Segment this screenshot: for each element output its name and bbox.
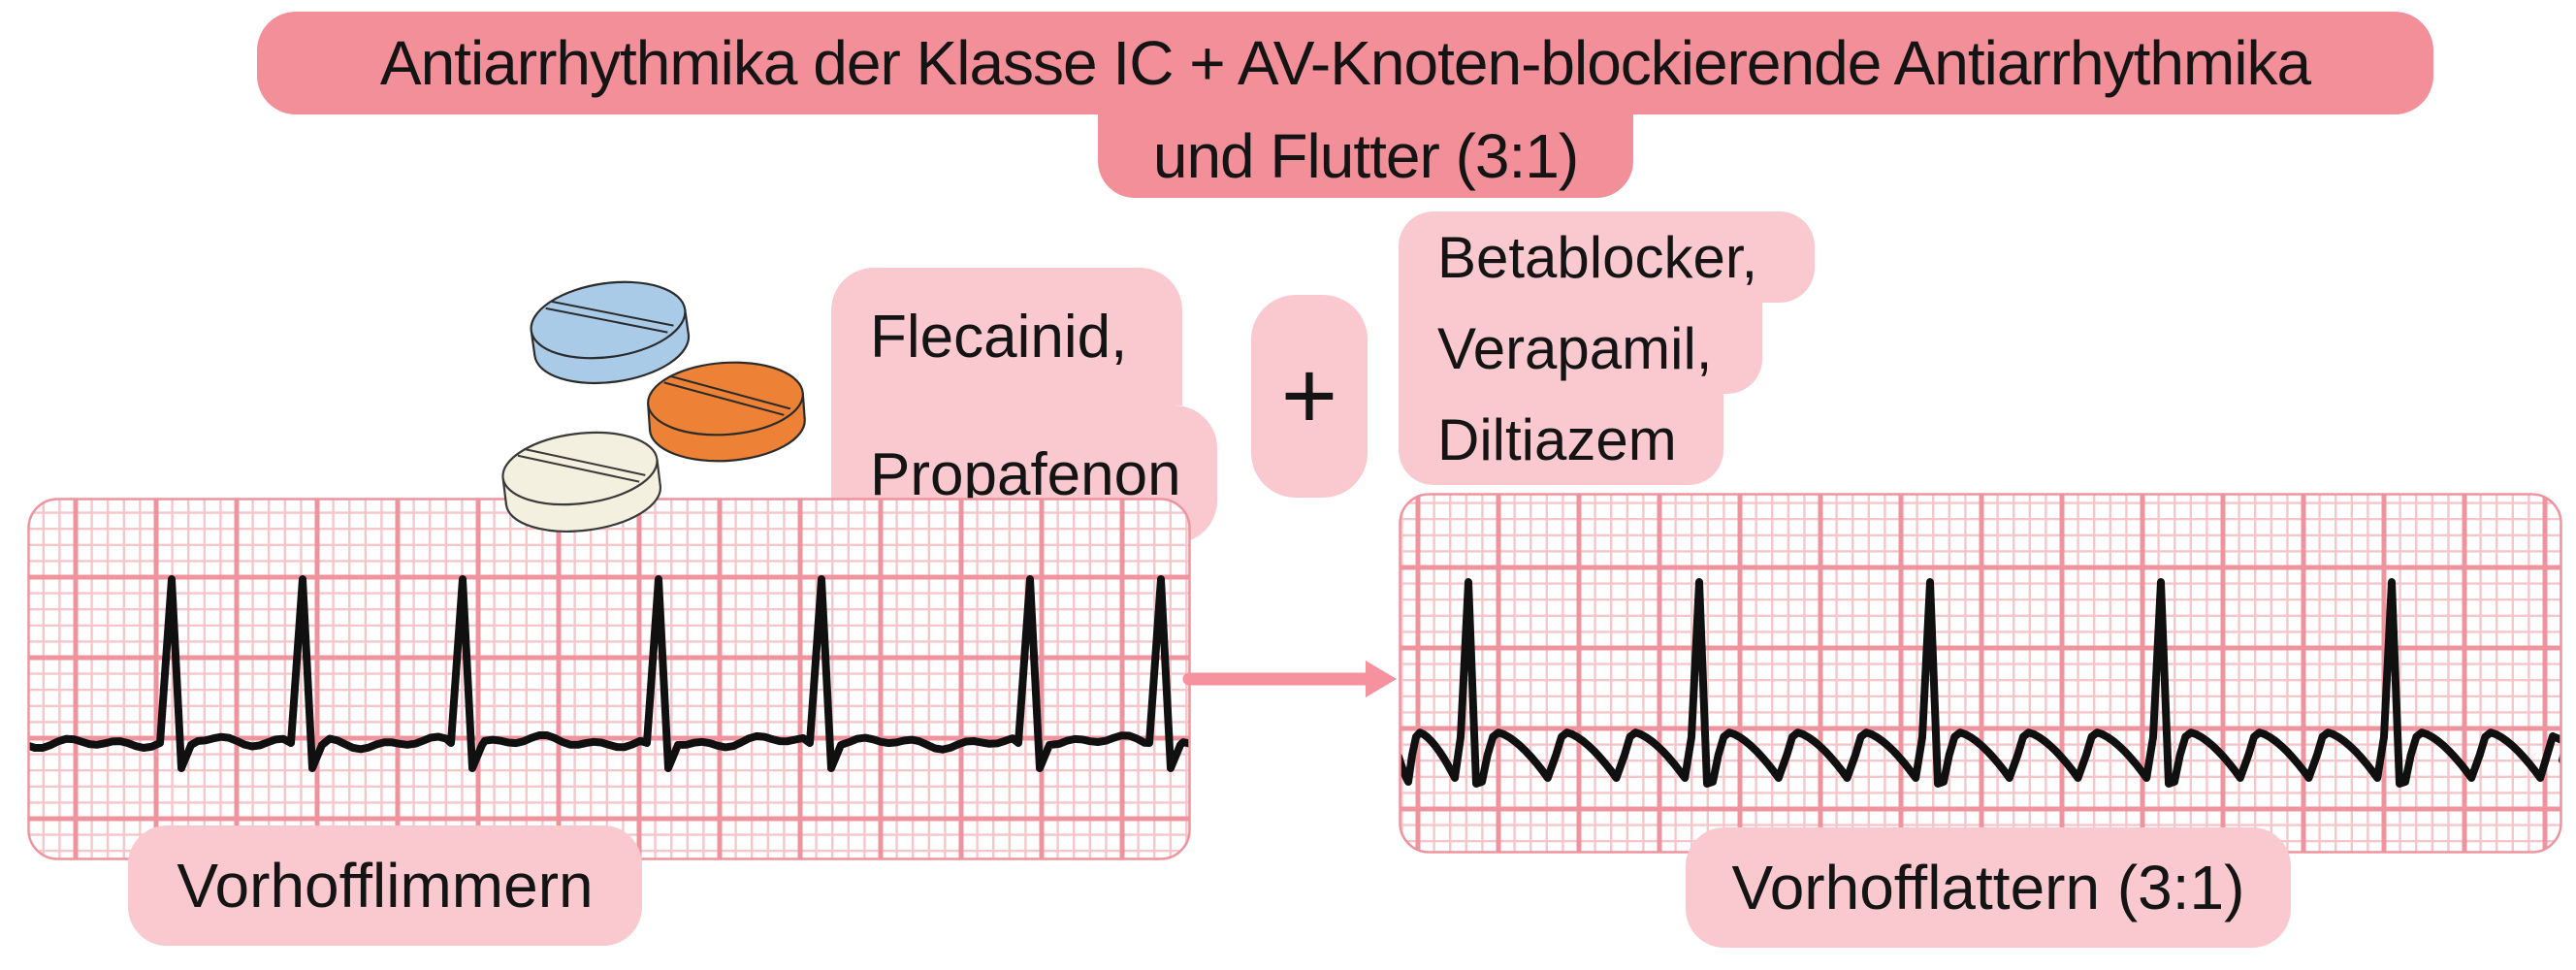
ecg-trace	[28, 575, 1190, 772]
title-line2: und Flutter (3:1)	[1098, 114, 1633, 198]
plus-sign: +	[1251, 295, 1368, 498]
pill-score-line	[663, 381, 785, 416]
arrow-right-icon	[1182, 661, 1397, 697]
title-line1: Antiarrhythmika der Klasse IC + AV-Knote…	[257, 12, 2433, 114]
cream-pill-icon	[501, 431, 662, 533]
pill-score-line	[517, 454, 640, 483]
av-block-drugs-line1: Betablocker,	[1399, 211, 1815, 303]
ecg-strip-atrial-flutter	[1399, 493, 2562, 854]
blue-pill-icon	[530, 280, 691, 385]
pills-illustration	[501, 280, 806, 533]
orange-pill-icon	[647, 361, 806, 463]
pill-score-line	[523, 447, 646, 476]
label-vorhofflimmern: Vorhofflimmern	[128, 825, 642, 946]
pill-score-line	[669, 374, 791, 410]
ecg-strip-atrial-fibrillation	[27, 498, 1191, 860]
class-ic-drugs-line1: Flecainid,	[831, 268, 1182, 405]
pill-score-line	[551, 300, 674, 327]
label-vorhofflattern: Vorhofflattern (3:1)	[1686, 827, 2291, 948]
pill-score-line	[545, 307, 668, 334]
av-block-drugs-line3: Diltiazem	[1399, 394, 1723, 485]
ecg-trace	[1400, 578, 2561, 788]
av-block-drugs-line2: Verapamil,	[1399, 303, 1762, 394]
